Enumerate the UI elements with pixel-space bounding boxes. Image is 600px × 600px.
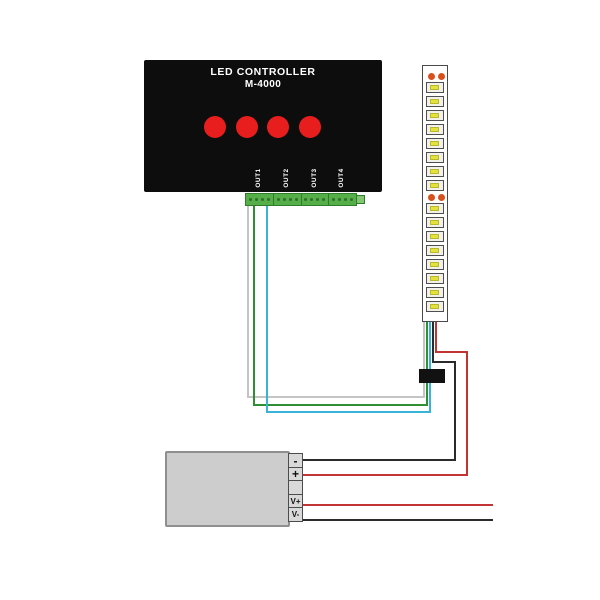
led-module — [425, 166, 444, 177]
led-module — [425, 203, 444, 214]
controller-button — [204, 116, 226, 138]
output-terminal-block — [245, 193, 357, 206]
output-label: OUT2 — [282, 168, 290, 188]
solder-pad — [427, 193, 435, 201]
led-chip — [430, 220, 439, 225]
led-module — [425, 152, 444, 163]
controller-button — [236, 116, 258, 138]
led-chip — [430, 85, 439, 90]
terminal-screw — [288, 198, 292, 201]
terminal-screw — [304, 198, 308, 201]
solder-pad — [437, 193, 445, 201]
led-module — [425, 180, 444, 191]
terminal-screw — [310, 198, 314, 201]
terminal-screw — [338, 198, 342, 201]
terminal-section — [302, 194, 330, 205]
led-controller: LED CONTROLLER M-4000 OUT1 OUT2 OUT3 OUT4 — [144, 60, 382, 192]
controller-model: M-4000 — [244, 79, 282, 90]
terminal-block-tab — [356, 195, 365, 204]
solder-pad — [437, 72, 445, 80]
led-chip — [430, 141, 439, 146]
led-module — [425, 245, 444, 256]
led-chip — [430, 169, 439, 174]
led-module — [425, 82, 444, 93]
led-chip — [430, 206, 439, 211]
terminal-section — [329, 194, 356, 205]
wire-data-cyan — [266, 200, 431, 413]
wire-power-red — [300, 322, 468, 476]
led-module — [425, 96, 444, 107]
terminal-screw — [254, 198, 258, 201]
psu-terminal: V- — [288, 507, 303, 522]
wire-power-black — [300, 322, 456, 461]
output-label: OUT3 — [310, 168, 318, 188]
terminal-screw — [344, 198, 348, 201]
power-supply-terminals: -+V+V- — [288, 453, 303, 522]
led-chip — [430, 276, 439, 281]
terminal-screw — [350, 198, 353, 201]
terminal-screw — [294, 198, 298, 201]
led-chip — [430, 183, 439, 188]
power-supply — [165, 451, 290, 527]
led-chip — [430, 262, 439, 267]
led-strip — [422, 65, 448, 322]
wire-data-green — [253, 200, 428, 406]
wire-data-white — [247, 200, 425, 398]
terminal-screw — [332, 198, 336, 201]
led-module — [425, 138, 444, 149]
terminal-screw — [276, 198, 280, 201]
led-module — [425, 273, 444, 284]
wire-connector — [419, 369, 445, 383]
controller-button — [299, 116, 321, 138]
led-chip — [430, 155, 439, 160]
terminal-section — [274, 194, 302, 205]
led-chip — [430, 290, 439, 295]
led-chip — [430, 99, 439, 104]
led-module — [425, 301, 444, 312]
output-label: OUT1 — [255, 168, 262, 188]
controller-button — [267, 116, 289, 138]
led-chip — [430, 234, 439, 239]
led-module — [425, 110, 444, 121]
controller-title: LED CONTROLLER — [210, 66, 316, 78]
terminal-screw — [266, 198, 270, 201]
led-module — [425, 231, 444, 242]
led-module — [425, 287, 444, 298]
terminal-screw — [322, 198, 326, 201]
led-chip — [430, 304, 439, 309]
led-chip — [430, 113, 439, 118]
led-module — [425, 259, 444, 270]
terminal-section — [246, 194, 274, 205]
terminal-screw — [282, 198, 286, 201]
output-label: OUT4 — [338, 168, 346, 188]
led-module — [425, 217, 444, 228]
solder-pad — [427, 72, 435, 80]
terminal-screw — [260, 198, 264, 201]
terminal-screw — [248, 198, 252, 201]
led-module — [425, 124, 444, 135]
led-chip — [430, 127, 439, 132]
psu-terminal: V+ — [288, 493, 303, 509]
led-chip — [430, 248, 439, 253]
terminal-screw — [316, 198, 320, 201]
